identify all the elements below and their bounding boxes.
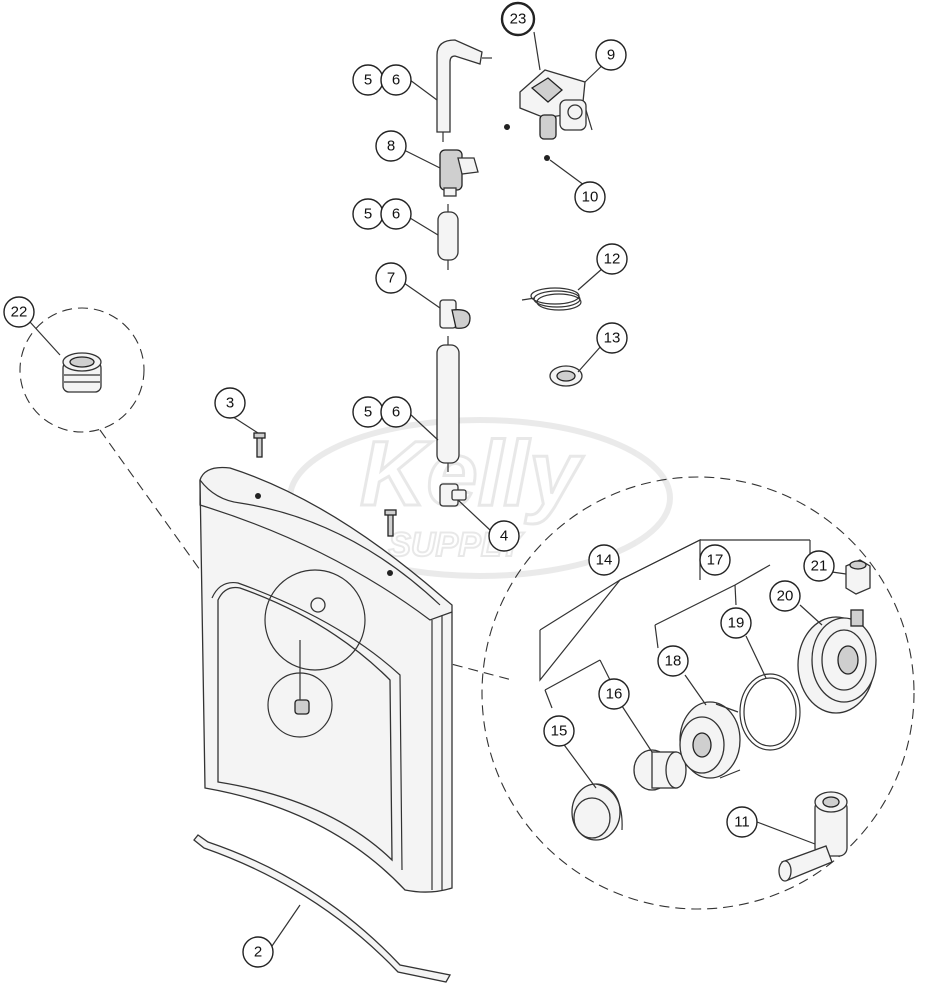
callout-11: 11 — [726, 806, 758, 838]
tube-middle-part-5-6 — [437, 204, 459, 270]
callout-3: 3 — [214, 387, 246, 419]
watermark: Kelly SUPPLY — [287, 417, 673, 579]
watermark-text-kelly: Kelly — [360, 423, 584, 525]
callout-5a: 5 — [352, 64, 384, 96]
diaphragm-part-18 — [679, 701, 741, 779]
svg-text:13: 13 — [604, 330, 621, 347]
svg-text:19: 19 — [728, 615, 745, 632]
callout-22: 22 — [3, 296, 35, 328]
tube-upper-part-5-6 — [436, 39, 492, 142]
screw-dot-right — [544, 155, 550, 161]
leader-lines — [29, 31, 847, 947]
callout-23: 23 — [500, 1, 536, 37]
svg-text:3: 3 — [226, 395, 234, 412]
callout-9: 9 — [595, 39, 627, 71]
callout-16: 16 — [598, 678, 630, 710]
svg-text:12: 12 — [604, 251, 621, 268]
callout-6c: 6 — [380, 396, 412, 428]
strainer-part-22 — [62, 352, 102, 393]
bracket-part-2 — [193, 834, 452, 983]
tee-part-7 — [439, 299, 471, 329]
nut-part-13 — [549, 365, 583, 387]
svg-text:21: 21 — [811, 558, 828, 575]
svg-text:4: 4 — [500, 528, 508, 545]
plunger-part-16 — [633, 749, 687, 791]
callout-5c: 5 — [352, 396, 384, 428]
callout-15: 15 — [543, 715, 575, 747]
svg-text:18: 18 — [665, 653, 682, 670]
svg-text:6: 6 — [392, 72, 400, 89]
callout-6b: 6 — [380, 198, 412, 230]
svg-text:11: 11 — [734, 814, 750, 831]
screw-hole-right — [387, 570, 393, 576]
svg-text:14: 14 — [596, 552, 613, 569]
coil-part-12 — [521, 287, 582, 311]
callout-6a: 6 — [380, 64, 412, 96]
callout-17: 17 — [699, 544, 731, 576]
elbow-part-11 — [778, 791, 848, 882]
callout-20: 20 — [769, 580, 801, 612]
svg-text:5: 5 — [364, 206, 372, 223]
detail-circle-valve-assembly — [481, 476, 915, 910]
svg-text:7: 7 — [387, 270, 395, 287]
nut-part-21 — [845, 559, 871, 595]
callout-13: 13 — [596, 322, 628, 354]
svg-text:6: 6 — [392, 206, 400, 223]
screw-dot-left — [504, 124, 510, 130]
svg-text:10: 10 — [582, 189, 599, 206]
tube-lower-part-5-6 — [436, 336, 460, 472]
callout-10: 10 — [574, 181, 606, 213]
cap-part-15 — [571, 783, 623, 841]
svg-text:17: 17 — [707, 552, 724, 569]
screw-hole-left — [255, 493, 261, 499]
svg-text:23: 23 — [510, 11, 527, 28]
svg-text:6: 6 — [392, 404, 400, 421]
callout-5b: 5 — [352, 198, 384, 230]
svg-text:5: 5 — [364, 72, 372, 89]
callout-14: 14 — [588, 544, 620, 576]
callout-18: 18 — [657, 645, 689, 677]
callout-2: 2 — [242, 936, 274, 968]
elbow-part-4 — [439, 483, 467, 507]
callout-7: 7 — [375, 262, 407, 294]
solenoid-valve-part-9 — [519, 69, 593, 140]
valve-part-8 — [439, 149, 479, 197]
svg-text:22: 22 — [11, 304, 28, 321]
callout-21: 21 — [803, 550, 835, 582]
svg-text:5: 5 — [364, 404, 372, 421]
svg-text:9: 9 — [607, 47, 615, 64]
svg-text:8: 8 — [387, 138, 395, 155]
assembly-tree-lines — [539, 539, 811, 709]
housing-panel — [199, 466, 453, 893]
callout-4: 4 — [488, 520, 520, 552]
oring-part-19 — [739, 673, 801, 751]
leader-detail-valve — [359, 639, 513, 681]
svg-text:2: 2 — [254, 944, 262, 961]
callout-12: 12 — [596, 243, 628, 275]
panel-detail-circle-upper — [264, 569, 366, 671]
svg-text:15: 15 — [551, 723, 568, 740]
valve-body-part-20 — [797, 609, 877, 714]
detail-circle-22 — [19, 307, 145, 433]
callout-8: 8 — [375, 130, 407, 162]
svg-text:20: 20 — [777, 588, 794, 605]
callout-19: 19 — [720, 607, 752, 639]
svg-text:16: 16 — [606, 686, 623, 703]
